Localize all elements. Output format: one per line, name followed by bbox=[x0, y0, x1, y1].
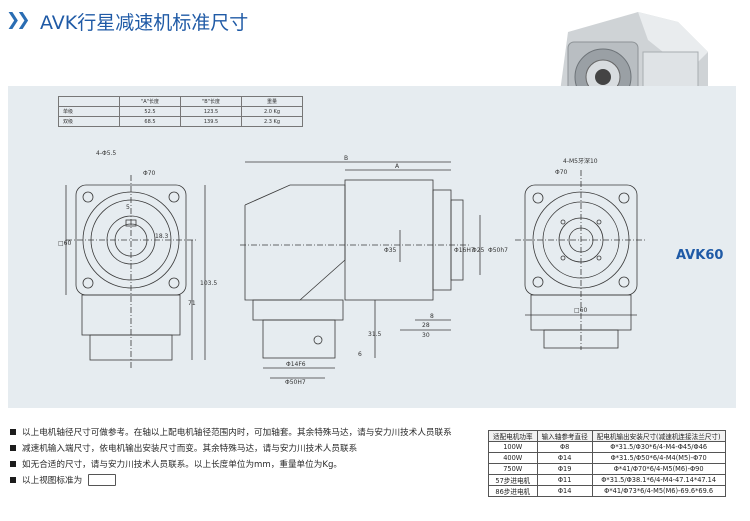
table-cell: Φ*31.5/Φ30*6/4-M4-Φ45/Φ46 bbox=[591, 441, 726, 453]
table-cell: 86步进电机 bbox=[488, 485, 538, 497]
bullet-icon bbox=[10, 477, 16, 483]
label-dia50h7-bottom: Φ50H7 bbox=[285, 379, 306, 386]
table-cell: 2.3 Kg bbox=[241, 116, 303, 127]
table-cell: 750W bbox=[488, 463, 538, 475]
front-view-left bbox=[65, 175, 206, 370]
label-dia70-left: Φ70 bbox=[143, 170, 156, 177]
label-dia16h7: Φ16H7 bbox=[454, 247, 475, 254]
label-dim-71: 71 bbox=[188, 300, 196, 307]
label-dim-18-3: 18.3 bbox=[155, 233, 169, 240]
label-dim-8: 8 bbox=[430, 313, 434, 320]
bullet-icon bbox=[10, 445, 16, 451]
table-cell: Φ*41/Φ70*6/4-M5(M6)-Φ90 bbox=[591, 463, 726, 475]
label-dia50h7: Φ50h7 bbox=[488, 247, 508, 254]
motor-table: 适配电机功率 输入轴参考直径 配电机输出安装尺寸(减速机连接法兰尺寸) 100W… bbox=[488, 430, 726, 497]
model-label: AVK60 bbox=[676, 248, 724, 263]
table-cell: Φ19 bbox=[536, 463, 593, 475]
motor-table-header: 适配电机功率 输入轴参考直径 配电机输出安装尺寸(减速机连接法兰尺寸) bbox=[488, 430, 726, 442]
table-row: 750W Φ19 Φ*41/Φ70*6/4-M5(M6)-Φ90 bbox=[488, 463, 726, 475]
table-cell: Φ11 bbox=[536, 474, 593, 486]
label-dim-31-5: 31.5 bbox=[368, 331, 382, 338]
table-row: 400W Φ14 Φ*31.5/Φ50*6/4-M4(M5)-Φ70 bbox=[488, 452, 726, 464]
table-cell: Φ*31.5/Φ38.1*6/4-M4-47.14*47.14 bbox=[591, 474, 726, 486]
table-cell: Φ*31.5/Φ50*6/4-M4(M5)-Φ70 bbox=[591, 452, 726, 464]
motor-header-cell: 适配电机功率 bbox=[488, 430, 538, 442]
label-dim-6: 6 bbox=[358, 351, 362, 358]
label-dia35: Φ35 bbox=[384, 247, 397, 254]
label-dim-28: 28 bbox=[422, 322, 430, 329]
table-cell: Φ8 bbox=[536, 441, 593, 453]
table-cell: Φ14 bbox=[536, 485, 593, 497]
label-dim-30: 30 bbox=[422, 332, 430, 339]
table-cell: 400W bbox=[488, 452, 538, 464]
note-item: 如无合适的尺寸，请与安力川技术人员联系。以上长度单位为mm，重量单位为Kg。 bbox=[10, 456, 480, 472]
table-cell: Φ*41/Φ73*6/4-M5(M6)-69.6*69.6 bbox=[591, 485, 726, 497]
double-chevron-icon: ❯❯ bbox=[6, 10, 30, 30]
note-text: 以上视图标准为 bbox=[22, 476, 83, 486]
table-row: 双级 68.5 139.5 2.3 Kg bbox=[58, 116, 303, 127]
page-title: AVK行星减速机标准尺寸 bbox=[40, 12, 249, 34]
note-text: 如无合适的尺寸，请与安力川技术人员联系。以上长度单位为mm，重量单位为Kg。 bbox=[22, 460, 343, 470]
label-B: B bbox=[344, 155, 348, 162]
table-cell: 57步进电机 bbox=[488, 474, 538, 486]
drawing-panel bbox=[8, 86, 736, 408]
side-view bbox=[240, 161, 481, 379]
table-row: 57步进电机 Φ11 Φ*31.5/Φ38.1*6/4-M4-47.14*47.… bbox=[488, 474, 726, 486]
label-dia25: Φ25 bbox=[472, 247, 485, 254]
table-cell: Φ14 bbox=[536, 452, 593, 464]
label-dim-5: 5 bbox=[126, 204, 130, 211]
label-holes-left: 4-Φ5.5 bbox=[96, 150, 116, 157]
label-dia14f6: Φ14F6 bbox=[286, 361, 306, 368]
note-text: 以上电机轴径尺寸可做参考。在轴以上配电机轴径范围内时，可加轴套。其余特殊马达，请… bbox=[22, 428, 452, 438]
table-cell: 100W bbox=[488, 441, 538, 453]
bullet-icon bbox=[10, 429, 16, 435]
note-item: 减速机输入端尺寸，依电机输出安装尺寸而变。其余特殊马达，请与安力川技术人员联系 bbox=[10, 440, 480, 456]
notes-list: 以上电机轴径尺寸可做参考。在轴以上配电机轴径范围内时，可加轴套。其余特殊马达，请… bbox=[10, 424, 480, 488]
spec-table: "A"长度 "B"长度 重量 单级 52.5 123.5 2.0 Kg 双级 6… bbox=[58, 96, 303, 127]
projection-symbol-icon bbox=[88, 474, 117, 486]
motor-header-cell: 输入轴参考直径 bbox=[536, 430, 593, 442]
label-dim-103-5: 103.5 bbox=[200, 280, 217, 287]
label-A: A bbox=[395, 163, 400, 170]
motor-header-cell: 配电机输出安装尺寸(减速机连接法兰尺寸) bbox=[591, 430, 726, 442]
label-threads-right: 4-M5牙深10 bbox=[563, 157, 598, 165]
front-view-right bbox=[515, 170, 647, 350]
label-dia70-right: Φ70 bbox=[555, 169, 568, 176]
note-item: 以上电机轴径尺寸可做参考。在轴以上配电机轴径范围内时，可加轴套。其余特殊马达，请… bbox=[10, 424, 480, 440]
label-sq60-right: □60 bbox=[574, 307, 587, 314]
note-item: 以上视图标准为 bbox=[10, 472, 480, 488]
label-sq60-left: □60 bbox=[58, 240, 71, 247]
table-row: 100W Φ8 Φ*31.5/Φ30*6/4-M4-Φ45/Φ46 bbox=[488, 441, 726, 453]
note-text: 减速机输入端尺寸，依电机输出安装尺寸而变。其余特殊马达，请与安力川技术人员联系 bbox=[22, 444, 358, 454]
page-header: ❯❯ AVK行星减速机标准尺寸 bbox=[0, 0, 750, 38]
bullet-icon bbox=[10, 461, 16, 467]
table-row: 86步进电机 Φ14 Φ*41/Φ73*6/4-M5(M6)-69.6*69.6 bbox=[488, 485, 726, 497]
